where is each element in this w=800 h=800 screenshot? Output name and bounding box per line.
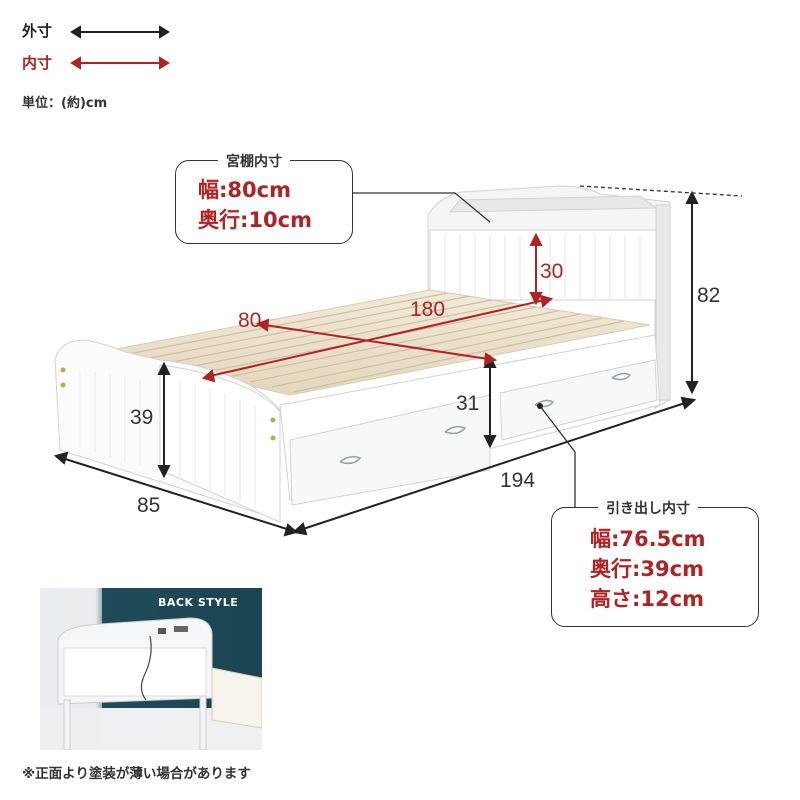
- length-outer-arrow: [299, 401, 689, 531]
- inner-width-label: 80: [238, 309, 262, 332]
- back-style-photo: BACK STYLE: [40, 588, 262, 750]
- drawer-callout-line-2: 奥行:39cm: [590, 557, 704, 581]
- shelf-callout-line-2: 奥行:10cm: [198, 208, 312, 232]
- bolt-caps: [60, 367, 276, 441]
- footboard-grooves: [79, 372, 256, 508]
- under-bed-height-label: 31: [456, 392, 480, 415]
- shelf-callout-line-1: 幅:80cm: [198, 178, 291, 202]
- outer-dimension-arrows: [53, 190, 699, 537]
- width-outer-label: 85: [137, 494, 161, 517]
- height-reference-dashed: [579, 185, 743, 197]
- length-outer-label: 194: [500, 469, 536, 492]
- legend-inner-label: 内寸: [22, 54, 53, 72]
- legend-arrows: [70, 25, 170, 70]
- inner-dimension-arrows: [201, 232, 554, 383]
- unit-label: 単位：(約)cm: [22, 96, 108, 111]
- shelf-callout-leader: [350, 192, 491, 223]
- back-style-photo-illustration: [40, 588, 262, 750]
- shelf-callout: 宮棚内寸 幅:80cm 奥行:10cm: [175, 151, 353, 244]
- paint-note: ※正面より塗装が薄い場合があります: [22, 766, 251, 782]
- legend-outer-label: 外寸: [22, 22, 53, 40]
- legend-inner-arrow: [70, 56, 170, 70]
- height-outer-label: 82: [697, 284, 721, 307]
- headboard-inner-label: 30: [540, 260, 564, 283]
- inner-length-arrow: [264, 324, 489, 360]
- drawer-callout-title: 引き出し内寸: [598, 498, 698, 518]
- back-style-title: BACK STYLE: [158, 596, 239, 609]
- drawer-callout: 引き出し内寸 幅:76.5cm 奥行:39cm 高さ:12cm: [551, 498, 759, 627]
- footboard-height-label: 39: [130, 406, 154, 429]
- inner-width-arrow: [209, 299, 546, 377]
- inner-length-label: 180: [410, 298, 446, 321]
- footboard: [54, 339, 281, 523]
- drawer-callout-line-1: 幅:76.5cm: [590, 527, 706, 551]
- legend-outer-arrow: [70, 25, 170, 39]
- headboard-grooves: [444, 235, 641, 298]
- width-outer-arrow: [61, 457, 291, 531]
- shelf-callout-title: 宮棚内寸: [218, 151, 290, 171]
- drawer-callout-line-3: 高さ:12cm: [590, 587, 704, 611]
